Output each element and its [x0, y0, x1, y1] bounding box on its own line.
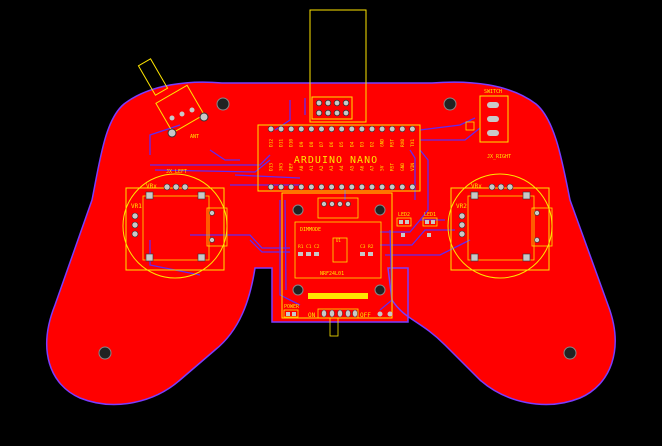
arduino-top-pin-labels: D12 D11 D10 D9 D8 D7 D6 D5 D4 D3 D2 GND RST RX0 TX1	[269, 139, 416, 147]
arduino-pin-label: D3	[359, 141, 365, 147]
arduino-pin-pad	[409, 125, 416, 133]
arduino-pin-label: VIN	[410, 163, 416, 171]
arduino-pin-pad	[308, 125, 315, 133]
arduino-pin-pad	[409, 183, 416, 191]
arduino-pin-label: D6	[329, 141, 335, 147]
c1-label: C1	[306, 244, 312, 250]
arduino-nano-footprint	[257, 124, 421, 192]
arduino-pin-label: A0	[299, 165, 305, 171]
arduino-pin-label: D7	[319, 141, 325, 147]
led1-label: LED1	[424, 212, 436, 218]
power-switch: POWER ON OFF	[283, 304, 393, 337]
arduino-pin-pad	[318, 183, 325, 191]
arduino-pin-label: A7	[370, 165, 376, 171]
power-label: POWER	[284, 304, 300, 310]
arduino-pin-pad	[389, 125, 396, 133]
top-header	[311, 96, 353, 120]
arduino-pin-pad	[267, 125, 275, 133]
arduino-pin-label: A2	[319, 165, 325, 171]
r2-label: R2	[368, 244, 374, 250]
r1-label: R1	[298, 244, 304, 250]
arduino-pin-label: RST	[390, 139, 396, 147]
arduino-pin-label: A3	[329, 165, 335, 171]
arduino-pin-label: D5	[339, 141, 345, 147]
mounting-holes	[98, 97, 577, 360]
arduino-pin-label: A6	[359, 165, 365, 171]
arduino-pin-pad	[288, 183, 295, 191]
joystick-right: JX_RIGHT VRx VR2	[447, 154, 553, 279]
arduino-pin-label: A4	[339, 165, 345, 171]
arduino-nano-label: ARDUINO NANO	[294, 155, 378, 166]
arduino-pin-label: REF	[289, 163, 295, 171]
arduino-pin-pad	[368, 125, 376, 133]
arduino-pin-label: A5	[349, 165, 355, 171]
arduino-pin-label: D10	[289, 139, 295, 147]
arduino-pin-pad	[348, 125, 355, 133]
arduino-pin-pad	[348, 183, 355, 191]
antenna-label: ANT	[190, 134, 199, 140]
arduino-pin-pad	[328, 125, 335, 133]
joystick-left: JX_LEFT VRx VR1	[122, 169, 228, 279]
arduino-pin-pad	[278, 183, 285, 191]
vr1-label: VR1	[131, 203, 142, 210]
arduino-pin-label: D12	[269, 139, 275, 147]
arduino-pin-label: D9	[299, 141, 305, 147]
vrx-right-label: VRx	[471, 183, 482, 190]
arduino-pin-pad	[267, 183, 275, 191]
led-group: LED2 LED1	[396, 212, 438, 237]
vr2-label: VR2	[456, 203, 467, 210]
arduino-pin-label: 5V	[380, 165, 386, 171]
arduino-pin-label: D2	[370, 141, 376, 147]
vrx-left-label: VRx	[146, 183, 157, 190]
arduino-pin-label: RST	[390, 163, 396, 171]
arduino-pin-pad	[328, 183, 335, 191]
arduino-pin-label: GND	[400, 163, 406, 171]
antenna-connector: ANT	[137, 58, 209, 140]
dimmode-label: DIMMODE	[300, 227, 321, 233]
arduino-pin-label: D8	[309, 141, 315, 147]
arduino-pin-pad	[358, 125, 366, 133]
arduino-top-pins	[267, 125, 416, 133]
arduino-bottom-pin-labels: D13 3V3 REF A0 A1 A2 A3 A4 A5 A6 A7 5V RST GND VIN	[269, 163, 416, 171]
joystick-right-label: JX_RIGHT	[487, 154, 511, 160]
arduino-bottom-pins	[267, 183, 416, 191]
arduino-pin-pad	[338, 183, 345, 191]
arduino-pin-pad	[389, 183, 396, 191]
arduino-pin-label: A1	[309, 165, 315, 171]
switch-module: SWITCH	[465, 89, 509, 143]
off-label: OFF	[360, 312, 371, 319]
c2-label: C2	[314, 244, 320, 250]
arduino-pin-pad	[399, 183, 406, 191]
switch-label: SWITCH	[484, 89, 502, 95]
on-label: ON	[308, 312, 316, 319]
arduino-pin-pad	[379, 125, 386, 133]
arduino-pin-label: GND	[380, 139, 386, 147]
arduino-pin-pad	[298, 183, 305, 191]
arduino-pin-label: RX0	[400, 139, 406, 147]
arduino-pin-label: D13	[269, 163, 275, 171]
board-outline	[46, 81, 616, 406]
c3-label: C3	[360, 244, 366, 250]
arduino-pin-pad	[358, 183, 366, 191]
u1-label: U1	[336, 238, 341, 243]
arduino-pin-label: D4	[349, 141, 355, 147]
arduino-pin-pad	[379, 183, 386, 191]
arduino-pin-pad	[298, 125, 305, 133]
arduino-pin-pad	[278, 125, 285, 133]
arduino-pin-pad	[338, 125, 345, 133]
arduino-pin-pad	[399, 125, 406, 133]
arduino-pin-label: 3V3	[279, 163, 285, 171]
arduino-pin-pad	[368, 183, 376, 191]
led2-label: LED2	[398, 212, 410, 218]
arduino-pin-pad	[318, 125, 325, 133]
arduino-pin-label: D11	[279, 139, 285, 147]
joystick-left-label: JX_LEFT	[166, 169, 187, 175]
arduino-pin-pad	[308, 183, 315, 191]
arduino-pin-label: TX1	[410, 139, 416, 147]
top-header-pads	[315, 99, 350, 117]
usb-connector-outline	[309, 9, 367, 123]
nrf-label: NRF24L01	[320, 271, 344, 277]
arduino-pin-pad	[288, 125, 295, 133]
